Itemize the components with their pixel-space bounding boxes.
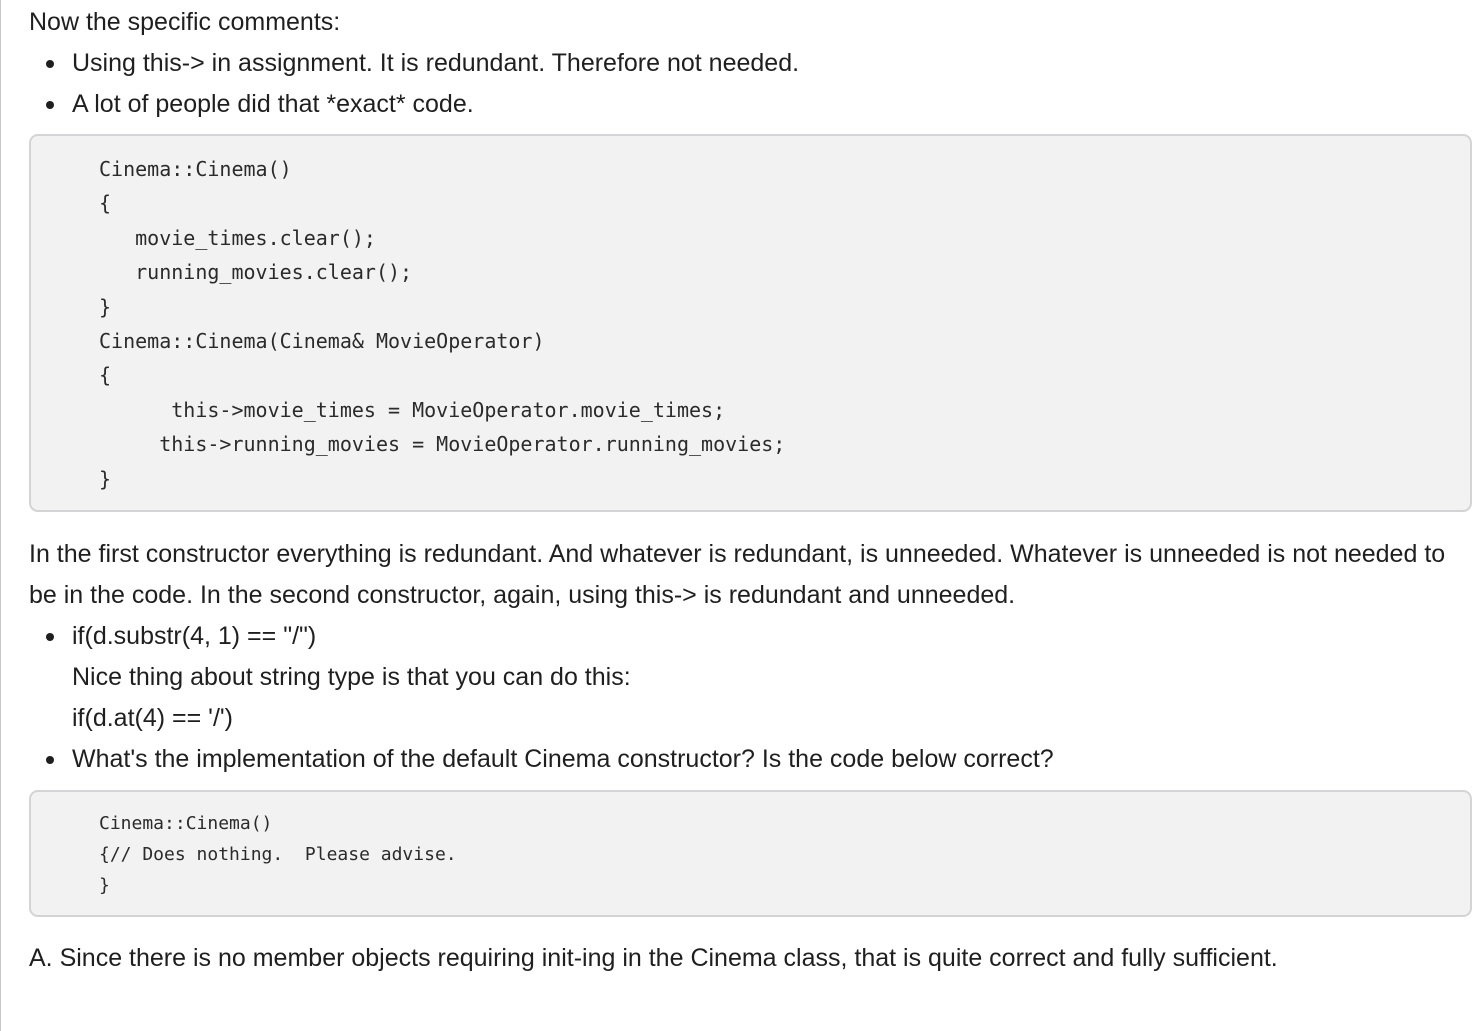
code-line: } [99,294,112,319]
code-line: running_movies.clear(); [99,260,413,285]
list-item: What's the implementation of the default… [29,739,1471,780]
code-line: } [99,875,110,897]
bullet-list-1: Using this-> in assignment. It is redund… [29,43,1471,125]
code-line: {// Does nothing. Please advise. [99,844,457,866]
code-line: Cinema::Cinema() [99,157,292,181]
list-item: if(d.substr(4, 1) == "/") Nice thing abo… [29,616,1471,739]
code-line: { [99,191,112,216]
code-line: this->running_movies = MovieOperator.run… [99,432,786,457]
code-line: { [99,363,112,388]
bullet-list-2: if(d.substr(4, 1) == "/") Nice thing abo… [29,616,1471,780]
code-block-default-constructor: Cinema::Cinema(){// Does nothing. Please… [29,790,1472,918]
list-item-line: if(d.substr(4, 1) == "/") [72,622,317,651]
code-line: Cinema::Cinema() [99,813,273,835]
code-line: Cinema::Cinema(Cinema& MovieOperator) [99,329,545,354]
code-line: } [99,466,112,491]
paragraph-redundancy: In the first constructor everything is r… [29,540,1446,610]
list-item-line: if(d.at(4) == '/') [72,704,233,733]
code-block-constructors: Cinema::Cinema(){ movie_times.clear(); r… [29,134,1472,513]
code-line: this->movie_times = MovieOperator.movie_… [99,397,726,422]
list-item: Using this-> in assignment. It is redund… [29,43,1471,84]
list-item-line: Nice thing about string type is that you… [72,663,631,692]
code-line: movie_times.clear(); [99,225,376,250]
answer-text: A. Since there is no member objects requ… [29,944,1278,973]
intro-text: Now the specific comments: [29,8,341,36]
list-item: A lot of people did that *exact* code. [29,84,1471,125]
